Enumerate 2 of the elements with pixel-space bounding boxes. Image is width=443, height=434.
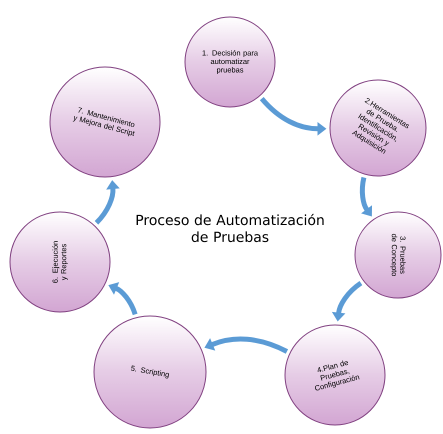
curved-arrow bbox=[360, 177, 372, 216]
title: Proceso de Automatización de Pruebas bbox=[136, 214, 324, 242]
